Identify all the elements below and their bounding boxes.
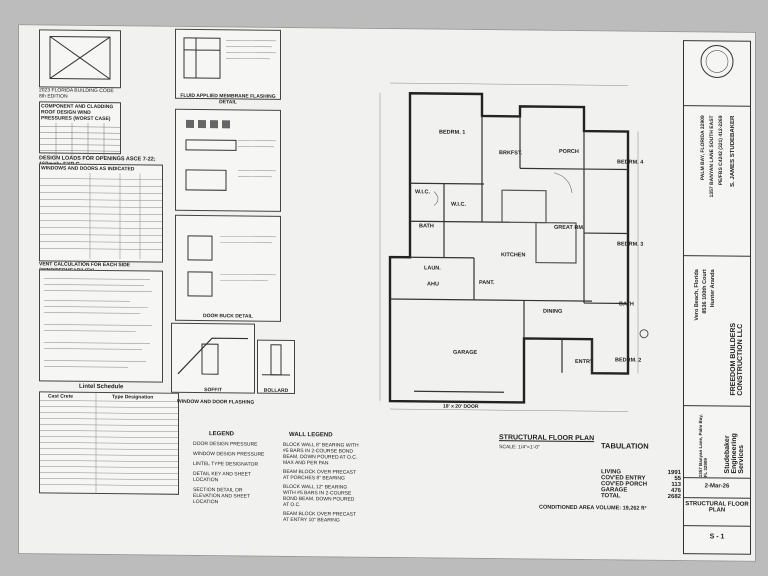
- window-door-flashing-title: WINDOW AND DOOR FLASHING: [177, 398, 255, 406]
- client-line: Vero Beach, Florida: [694, 269, 700, 321]
- flashing-section-drawing: [185, 119, 276, 191]
- detail-door-window-flashing: [175, 108, 281, 212]
- room-label: GARAGE: [453, 349, 478, 356]
- firm-cell: Studebaker Engineering Services 1357 Ban…: [684, 405, 750, 479]
- date-cell: 2-Mar-26: [684, 477, 750, 499]
- type-designation-label: Type Designation: [112, 394, 154, 401]
- sheet-date: 2-Mar-26: [704, 483, 730, 490]
- detail-soffit: SOFFIT: [171, 322, 255, 394]
- engineer-name: S. JAMES STUDEBAKER: [730, 115, 736, 187]
- lintel-schedule-table: Cast Crete Type Designation: [39, 391, 179, 495]
- engineer-line: PE/FBS C4242 (321) 412-2269: [718, 115, 724, 186]
- room-label: BEDRM. 4: [617, 159, 644, 166]
- flashing-detail-drawing: [183, 37, 276, 79]
- wall-legend-title: WALL LEGEND: [289, 431, 333, 439]
- detail-door-buck: DOOR BUCK DETAIL: [175, 214, 281, 322]
- legend-item: DOOR DESIGN PRESSURE: [193, 440, 258, 448]
- roof-plan-icon: [49, 35, 111, 80]
- firm-address: 1357 Banyan Lane, Palm Bay, FL 32909: [698, 414, 708, 478]
- legend-list: DOOR DESIGN PRESSURE WINDOW DESIGN PRESS…: [179, 441, 269, 506]
- engineer-cell: S. JAMES STUDEBAKER PE/FBS C4242 (321) 4…: [684, 105, 750, 257]
- room-label: ENTRY: [575, 358, 594, 366]
- room-label: LAUN.: [424, 265, 441, 272]
- lintel-grid: [40, 392, 178, 493]
- bollard-drawing: [262, 344, 290, 376]
- door-buck-drawing: [187, 235, 276, 297]
- sheet-title: STRUCTURAL FLOOR PLAN: [685, 501, 749, 514]
- drawing-sheet: 2023 FLORIDA BUILDING CODE 8th EDITION C…: [18, 24, 756, 562]
- room-label: W.I.C.: [415, 189, 430, 196]
- room-label: AHU: [427, 281, 439, 288]
- conditioned-volume: CONDITIONED AREA VOLUME: 19,262 ft³: [539, 504, 647, 512]
- room-label: KITCHEN: [501, 252, 526, 259]
- legend-title: LEGEND: [209, 431, 235, 438]
- sheet-number: S - 1: [709, 533, 725, 541]
- vent-calc-block: [39, 269, 163, 383]
- fluid-membrane-caption: FLUID APPLIED MEMBRANE FLASHING DETAIL: [180, 92, 276, 106]
- room-label: BEDRM. 1: [439, 129, 466, 136]
- soffit-caption: SOFFIT: [204, 387, 222, 394]
- bollard-caption: BOLLARD: [263, 387, 289, 394]
- cast-crete-label: Cast Crete: [48, 393, 74, 400]
- door-buck-caption: DOOR BUCK DETAIL: [203, 313, 253, 320]
- room-label: BEDRM. 2: [615, 357, 642, 364]
- pressure-grid: [40, 122, 120, 158]
- engineer-seal-icon: [700, 44, 734, 78]
- garage-door-dim: 18' x 20' DOOR: [443, 403, 479, 410]
- wall-legend-item: BEAM BLOCK OVER PRECAST AT PORCHES 8" BE…: [283, 468, 356, 482]
- roof-zone-diagram: [39, 29, 121, 89]
- design-loads-grid: [40, 172, 162, 260]
- client-name: FREEDOM BUILDERS CONSTRUCTION LLC: [730, 322, 744, 396]
- room-label: W.I.C.: [451, 201, 466, 208]
- wall-legend-item: BLOCK WALL 12" BEARING WITH #5 BARS IN 2…: [283, 483, 355, 509]
- legend-item: SECTION DETAIL OR ELEVATION AND SHEET LO…: [193, 486, 250, 506]
- floor-plan: [379, 82, 649, 412]
- legend-item: DETAIL KEY AND SHEET LOCATION: [193, 470, 251, 484]
- plan-scale: SCALE: 1/4"=1'-0": [499, 444, 540, 451]
- detail-fluid-membrane: FLUID APPLIED MEMBRANE FLASHING DETAIL: [175, 28, 281, 105]
- firm-name: Studebaker Engineering Services: [724, 433, 745, 474]
- client-line: Hunter Aranda: [710, 269, 716, 308]
- wall-legend-item: BEAM BLOCK OVER PRECAST AT ENTRY 10" BEA…: [283, 510, 356, 524]
- sheet-number-cell: S - 1: [684, 525, 750, 553]
- room-label: BRKFST.: [499, 150, 523, 157]
- plan-title: STRUCTURAL FLOOR PLAN: [499, 434, 595, 443]
- wall-legend-item: BLOCK WALL 8" BEARING WITH #5 BARS IN 2-…: [283, 441, 359, 467]
- room-label: PANT.: [479, 279, 495, 287]
- client-cell: FREEDOM BUILDERS CONSTRUCTION LLC Hunter…: [684, 255, 750, 407]
- room-label: BATH: [419, 223, 434, 230]
- title-block: S. JAMES STUDEBAKER PE/FBS C4242 (321) 4…: [683, 40, 751, 555]
- vent-calc-text-lines: [44, 278, 152, 368]
- tabulation-title: TABULATION: [601, 441, 649, 451]
- client-line: 8536 100th Court: [702, 269, 708, 314]
- room-label: GREAT RM.: [554, 224, 585, 232]
- engineer-seal-cell: [684, 41, 750, 107]
- roof-pressure-title: COMPONENT AND CLADDING ROOF DESIGN WIND …: [41, 103, 114, 123]
- design-loads-table: WINDOWS AND DOORS AS INDICATED: [39, 163, 163, 263]
- legend-item: WINDOW DESIGN PRESSURE: [193, 450, 265, 458]
- lintel-schedule-title: Lintel Schedule: [79, 383, 124, 391]
- room-label: BATH: [619, 301, 634, 308]
- engineer-line: PALM BAY, FLORIDA 32909: [700, 115, 706, 181]
- room-label: DINING: [543, 308, 563, 315]
- room-label: PORCH: [559, 148, 579, 156]
- building-code-note: 2023 FLORIDA BUILDING CODE 8th EDITION: [39, 87, 114, 100]
- sheet-title-cell: STRUCTURAL FLOOR PLAN: [684, 497, 750, 527]
- roof-pressure-table: COMPONENT AND CLADDING ROOF DESIGN WIND …: [39, 101, 121, 158]
- room-label: BEDRM. 3: [617, 241, 644, 248]
- detail-bollard: BOLLARD: [257, 339, 295, 395]
- engineer-line: 1357 BANYAN LANE SOUTH EAST: [709, 115, 715, 198]
- wall-legend-list: BLOCK WALL 8" BEARING WITH #5 BARS IN 2-…: [269, 442, 359, 524]
- soffit-drawing: [177, 337, 248, 375]
- legend-item: LINTEL TYPE DESIGNATOR: [193, 460, 259, 468]
